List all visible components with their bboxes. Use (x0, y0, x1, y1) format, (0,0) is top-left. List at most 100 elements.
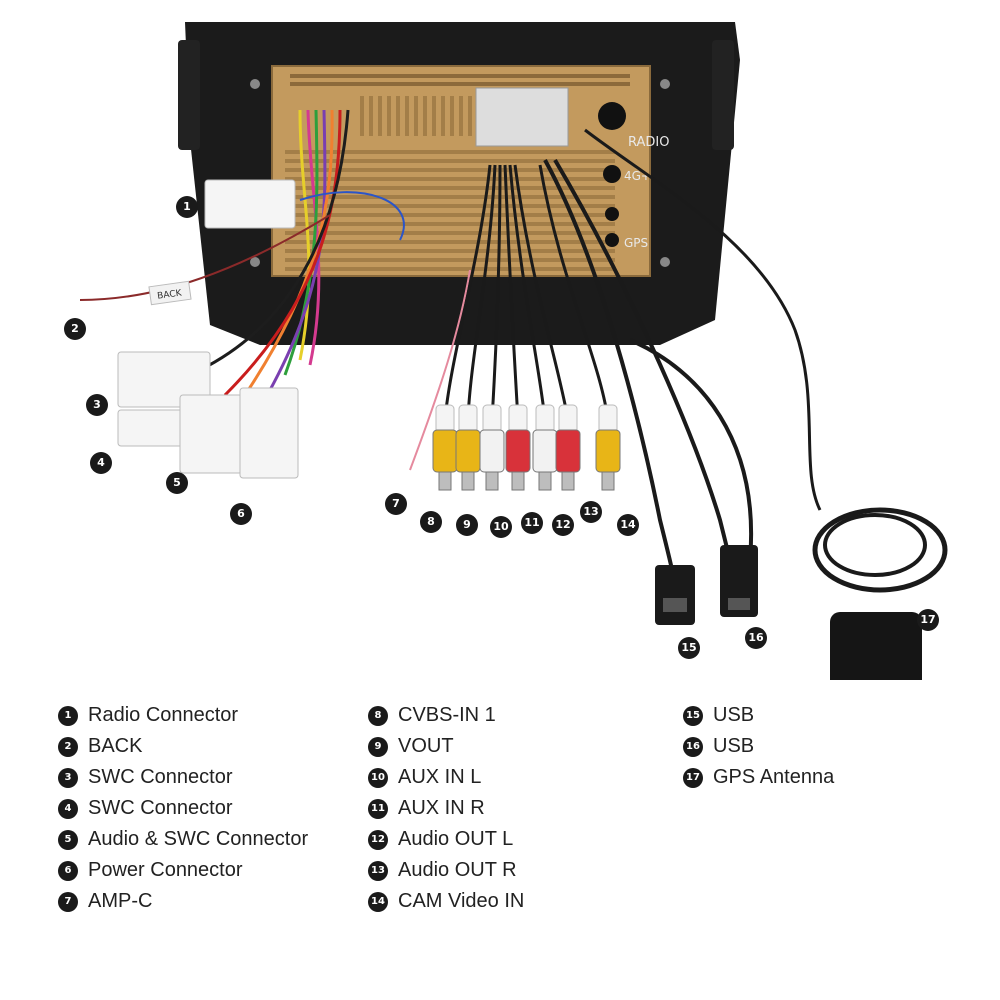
rca-plug (532, 429, 558, 473)
legend-item: 10 AUX IN L (368, 762, 524, 793)
heatsink-fin (285, 240, 615, 244)
usb-plug-1 (655, 565, 695, 625)
legend-number-badge: 8 (368, 705, 388, 726)
vent-slot (432, 96, 436, 136)
legend-label: AUX IN L (398, 766, 482, 788)
rca-boot (458, 404, 478, 434)
callout-17: 17 (917, 609, 939, 631)
legend-label: USB (713, 704, 755, 726)
rca-boot (508, 404, 528, 434)
legend-label: Radio Connector (88, 704, 239, 726)
rca-tip (485, 471, 499, 491)
legend-number-badge: 15 (683, 705, 703, 726)
gps-cable-coil (812, 507, 948, 593)
heatsink-fin (285, 249, 615, 253)
legend-number-badge: 16 (683, 736, 703, 757)
callout-11: 11 (521, 512, 543, 534)
callout-16: 16 (745, 627, 767, 649)
legend-label: SWC Connector (88, 766, 233, 788)
legend-item: 16 USB (683, 731, 834, 762)
vent-slot (459, 96, 463, 136)
legend-item: 17 GPS Antenna (683, 762, 834, 793)
mount-tab-right (712, 40, 734, 150)
vent-slot (423, 96, 427, 136)
heatsink-fin (285, 231, 615, 235)
back-tag-label: BACK (157, 288, 184, 301)
legend-number-badge: 7 (58, 891, 78, 912)
legend-label: Power Connector (88, 859, 243, 881)
legend-number-badge: 5 (58, 829, 78, 850)
legend-item: 5 Audio & SWC Connector (58, 824, 308, 855)
gps-antenna-puck (830, 612, 922, 680)
connector-block (475, 87, 569, 147)
gps-port (605, 233, 619, 247)
callout-8: 8 (420, 511, 442, 533)
rca-boot (535, 404, 555, 434)
power-connector-plug (239, 387, 299, 479)
rca-plug (455, 429, 481, 473)
rca-tip (561, 471, 575, 491)
legend-label: Audio & SWC Connector (88, 828, 309, 850)
rca-boot (558, 404, 578, 434)
callout-7: 7 (385, 493, 407, 515)
vent-slot (441, 96, 445, 136)
usb-port-2 (728, 598, 750, 610)
legend-number-badge: 14 (368, 891, 388, 912)
heatsink-fin (285, 186, 615, 190)
legend-label: Audio OUT L (398, 828, 514, 850)
legend-label: SWC Connector (88, 797, 233, 819)
rca-plug (432, 429, 458, 473)
heatsink-fin (285, 168, 615, 172)
legend-number-badge: 13 (368, 860, 388, 881)
rca-tip (438, 471, 452, 491)
callout-1: 1 (176, 196, 198, 218)
legend-number-badge: 10 (368, 767, 388, 788)
callout-12: 12 (552, 514, 574, 536)
blue-wire (299, 191, 405, 241)
legend-label: BACK (88, 735, 143, 757)
legend-label: CAM Video IN (398, 890, 525, 912)
vent-slots (290, 74, 630, 86)
rca-tip (601, 471, 615, 491)
wire-bundle (199, 109, 350, 397)
audio-swc-connector-plug (179, 394, 243, 474)
callout-14: 14 (617, 514, 639, 536)
legend-label: GPS Antenna (713, 766, 835, 788)
legend-number-badge: 1 (58, 705, 78, 726)
callout-15: 15 (678, 637, 700, 659)
rca-plug (505, 429, 531, 473)
heatsink-fin (285, 213, 615, 217)
swc-connector-plug (117, 351, 211, 408)
heatsink-fin (285, 258, 615, 262)
rca-boot (435, 404, 455, 434)
legend-item: 3 SWC Connector (58, 762, 308, 793)
heatsink-fin (285, 159, 615, 163)
callout-13: 13 (580, 501, 602, 523)
legend-number-badge: 17 (683, 767, 703, 788)
rca-boot (482, 404, 502, 434)
rca-plug (555, 429, 581, 473)
aux-port (605, 207, 619, 221)
head-unit-illustration: RADIO 4G+ GPS BACK (79, 22, 948, 680)
legend-label: VOUT (398, 735, 454, 757)
heatsink-fin (285, 150, 615, 154)
callout-4: 4 (90, 452, 112, 474)
heatsink-fin (285, 204, 615, 208)
callout-5: 5 (166, 472, 188, 494)
amp-wire (409, 269, 471, 471)
legend-number-badge: 3 (58, 767, 78, 788)
rca-plug (595, 429, 621, 473)
vent-slot (387, 96, 391, 136)
legend-label: USB (713, 735, 755, 757)
legend-item: 15 USB (683, 700, 834, 731)
heatsink-fin (285, 222, 615, 226)
rca-tip (511, 471, 525, 491)
mount-tab-left (178, 40, 200, 150)
vent-slot (468, 96, 472, 136)
